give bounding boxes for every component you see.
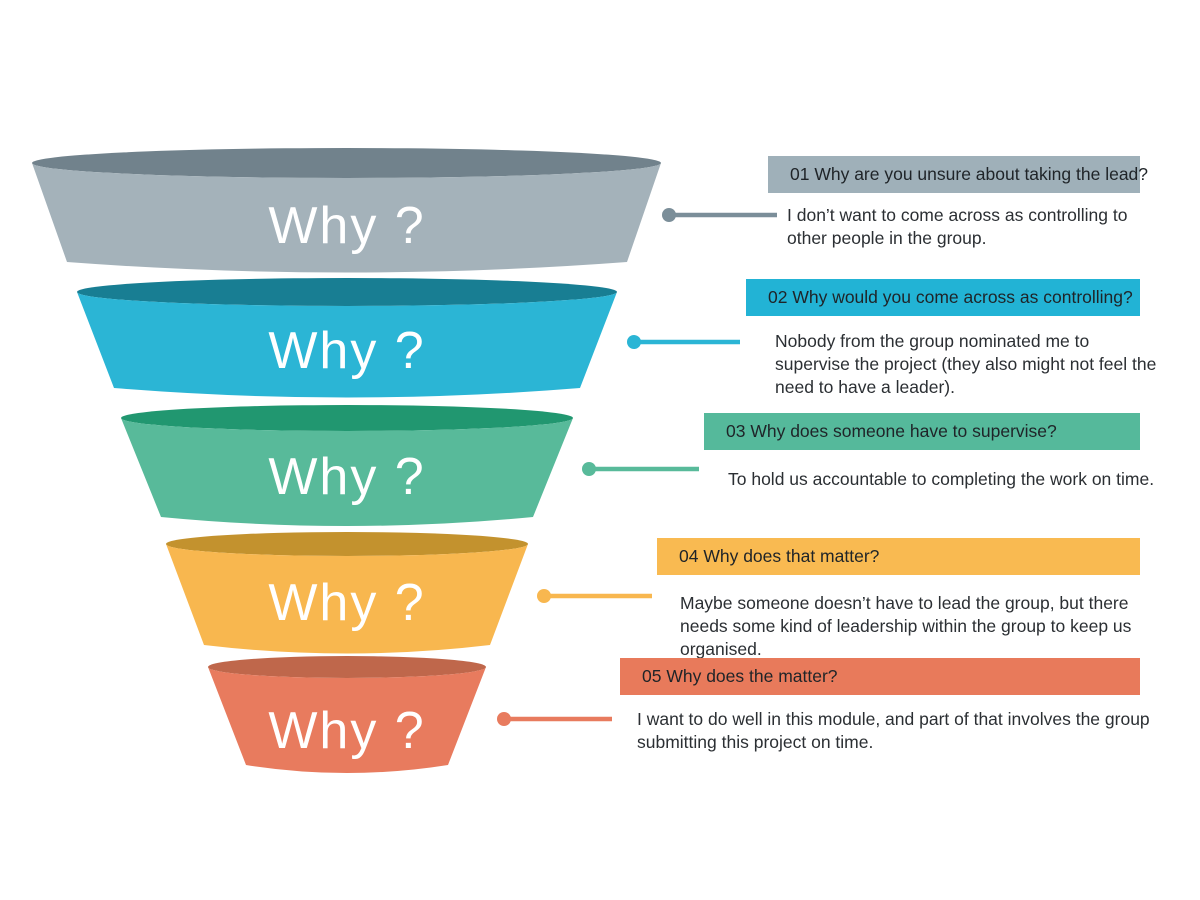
question-bar-5: 05 Why does the matter? xyxy=(620,658,1140,695)
funnel-level-1-top-ellipse xyxy=(32,148,661,178)
connector-2-dot xyxy=(627,335,641,349)
funnel-level-3-top-ellipse xyxy=(121,405,573,431)
connector-5 xyxy=(497,712,612,726)
funnel-level-2: Why ? xyxy=(77,278,617,398)
connector-1 xyxy=(662,208,777,222)
answer-text-2: Nobody from the group nominated me to su… xyxy=(775,331,1157,397)
funnel-level-1-label: Why ? xyxy=(268,197,425,255)
funnel-level-5-label: Why ? xyxy=(268,702,425,760)
answer-text-4: Maybe someone doesn’t have to lead the g… xyxy=(680,593,1132,659)
funnel-level-2-label: Why ? xyxy=(268,322,425,380)
funnel-level-4-top-ellipse xyxy=(166,532,528,556)
funnel-level-3-label: Why ? xyxy=(268,448,425,506)
funnel-level-1-body xyxy=(32,163,662,273)
connector-3-dot xyxy=(582,462,596,476)
question-bar-2-label: 02 Why would you come across as controll… xyxy=(768,287,1133,307)
question-bar-1: 01 Why are you unsure about taking the l… xyxy=(768,156,1148,193)
funnel-level-5-body xyxy=(208,667,486,773)
connector-2 xyxy=(627,335,740,349)
question-bar-3-label: 03 Why does someone have to supervise? xyxy=(726,421,1057,441)
funnel-level-1: Why ? xyxy=(32,148,662,273)
funnel-level-5: Why ? xyxy=(208,656,486,773)
funnel-level-4: Why ? xyxy=(166,532,528,654)
funnel-level-2-top-ellipse xyxy=(77,278,617,306)
funnel-level-4-label: Why ? xyxy=(268,574,425,632)
question-bar-5-label: 05 Why does the matter? xyxy=(642,666,838,686)
answer-text-1: I don’t want to come across as controlli… xyxy=(787,205,1128,248)
funnel-level-2-body xyxy=(77,292,617,398)
funnel-level-3: Why ? xyxy=(121,405,573,526)
connector-4-dot xyxy=(537,589,551,603)
connector-5-dot xyxy=(497,712,511,726)
question-bar-4: 04 Why does that matter? xyxy=(657,538,1140,575)
question-bar-4-label: 04 Why does that matter? xyxy=(679,546,880,566)
answer-text-3: To hold us accountable to completing the… xyxy=(728,469,1155,489)
funnel-level-4-body xyxy=(166,544,528,654)
connector-1-dot xyxy=(662,208,676,222)
answer-text-5: I want to do well in this module, and pa… xyxy=(637,709,1150,752)
connector-4 xyxy=(537,589,652,603)
question-bar-2: 02 Why would you come across as controll… xyxy=(746,279,1140,316)
question-bar-1-label: 01 Why are you unsure about taking the l… xyxy=(790,164,1149,184)
funnel-level-3-body xyxy=(121,418,573,526)
funnel-level-5-top-ellipse xyxy=(208,656,486,678)
question-bar-3: 03 Why does someone have to supervise? xyxy=(704,413,1140,450)
connector-3 xyxy=(582,462,699,476)
